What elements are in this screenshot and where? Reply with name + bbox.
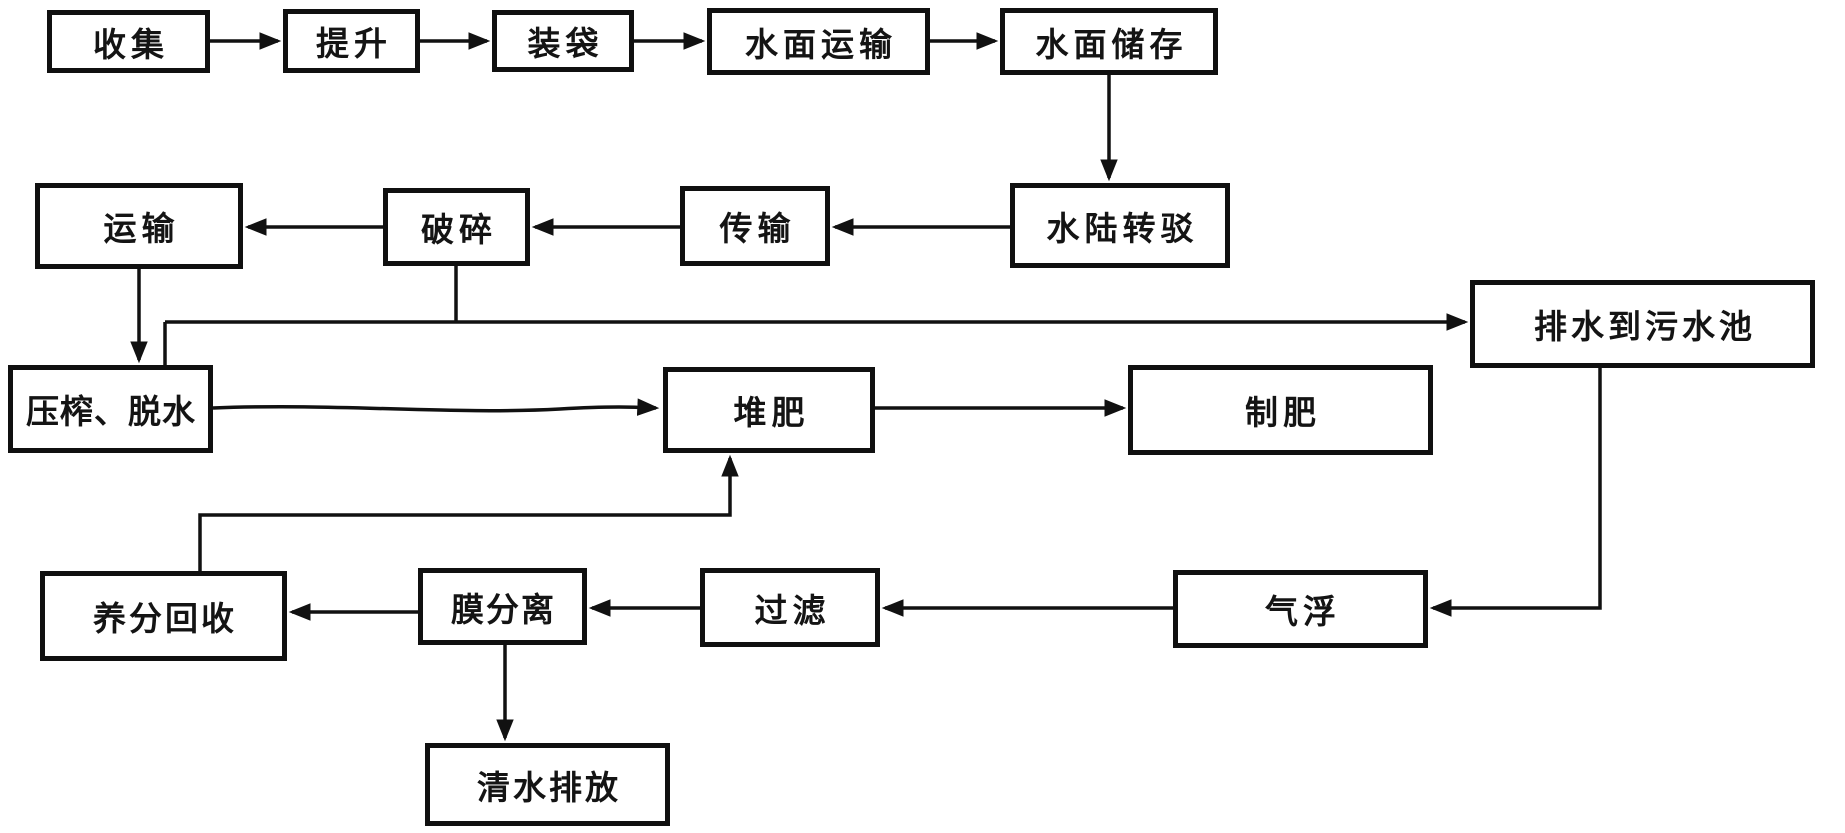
node-transport: 运输 bbox=[35, 183, 243, 269]
node-lift: 提升 bbox=[283, 9, 420, 73]
node-drain-to-sewage-pool: 排水到污水池 bbox=[1470, 280, 1815, 368]
node-membrane-separation: 膜分离 bbox=[418, 568, 587, 645]
node-water-surface-storage: 水面储存 bbox=[1000, 8, 1218, 75]
node-nutrient-recovery: 养分回收 bbox=[40, 571, 287, 661]
node-water-surface-transport: 水面运输 bbox=[707, 8, 930, 75]
node-press-dewater: 压榨、脱水 bbox=[8, 365, 213, 453]
node-water-land-transfer: 水陆转驳 bbox=[1010, 183, 1230, 268]
node-crushing: 破碎 bbox=[383, 188, 530, 266]
node-air-flotation: 气浮 bbox=[1173, 570, 1428, 648]
node-filtration: 过滤 bbox=[700, 568, 880, 647]
edge-nutrient-recovery-to-compost bbox=[198, 454, 739, 571]
node-compost: 堆肥 bbox=[663, 367, 875, 453]
node-bagging: 装袋 bbox=[492, 10, 634, 72]
node-clean-water-discharge: 清水排放 bbox=[425, 743, 670, 826]
edge-press-dewater-to-compost bbox=[212, 398, 660, 416]
edge-drain-sewage-to-air-flotation bbox=[1429, 368, 1602, 617]
node-collect: 收集 bbox=[47, 10, 210, 73]
node-fertilizer-making: 制肥 bbox=[1128, 365, 1433, 455]
node-conveying: 传输 bbox=[680, 186, 830, 266]
